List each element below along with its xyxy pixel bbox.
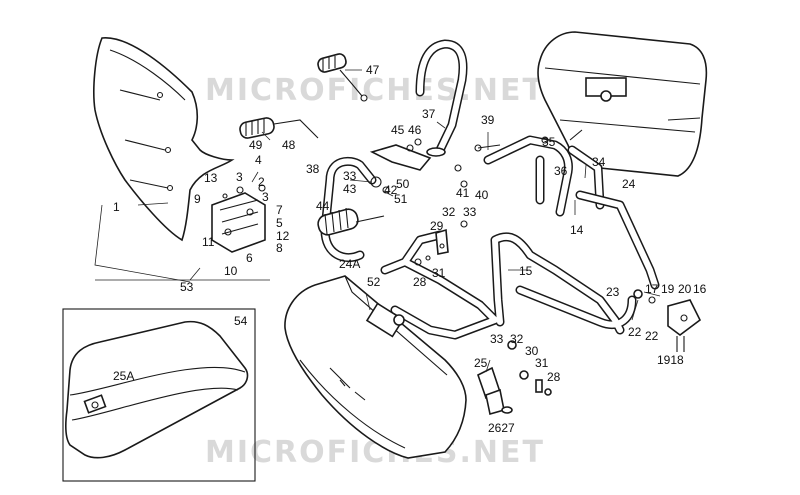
callout-36: 36	[554, 164, 568, 178]
mount-plate	[369, 138, 432, 171]
fasteners	[414, 129, 583, 266]
callout-20: 20	[678, 282, 692, 296]
callout-32-upper: 32	[442, 205, 456, 219]
callout-33-mid: 33	[463, 205, 477, 219]
watermark-top: MICROFICHES.NET	[205, 73, 545, 108]
callout-34: 34	[592, 155, 606, 169]
callout-22-left: 22	[628, 325, 642, 339]
inset-box: 54	[62, 308, 256, 482]
windscreen-bracket	[211, 184, 266, 253]
callout-labels: 47 48 49 3 4 13 9 2 7 5 3 12 8 11 10 6 1…	[113, 63, 707, 435]
callout-23: 23	[606, 285, 620, 299]
callout-17: 17	[645, 282, 659, 296]
callout-47: 47	[366, 63, 380, 77]
callout-9: 9	[194, 192, 201, 206]
windscreen	[93, 37, 235, 242]
inset-label: 54	[234, 314, 248, 328]
callout-42: 42	[384, 183, 398, 197]
grab-handle	[415, 39, 468, 157]
callout-12: 12	[276, 229, 290, 243]
rack-frame-lower	[380, 190, 660, 340]
callout-28-lower: 28	[547, 370, 561, 384]
callout-2627: 2627	[488, 421, 515, 435]
callout-31-upper: 31	[432, 266, 446, 280]
footpeg-upper	[317, 53, 368, 102]
callout-5: 5	[276, 216, 283, 230]
callout-24: 24	[622, 177, 636, 191]
leader-lines	[94, 69, 661, 373]
callout-33-upper: 33	[343, 169, 357, 183]
callout-6: 6	[246, 251, 253, 265]
callout-48: 48	[282, 138, 296, 152]
callout-22-right: 22	[645, 329, 659, 343]
callout-31-lower: 31	[535, 356, 549, 370]
callout-51: 51	[394, 192, 408, 206]
callout-40: 40	[475, 188, 489, 202]
pannier-inset	[64, 320, 249, 459]
callout-4: 4	[255, 153, 262, 167]
callout-1: 1	[113, 200, 120, 214]
pannier-left	[284, 275, 467, 459]
callout-25: 25	[474, 356, 488, 370]
callout-50: 50	[396, 177, 410, 191]
side-mount-hardware	[633, 289, 702, 352]
callout-2: 2	[258, 175, 265, 189]
inset-frame	[62, 308, 256, 482]
callout-53: 53	[180, 280, 194, 294]
callout-16: 16	[693, 282, 707, 296]
callout-39: 39	[481, 113, 495, 127]
callout-45: 45	[391, 123, 405, 137]
callout-8: 8	[276, 241, 283, 255]
callout-33-lower: 33	[490, 332, 504, 346]
callout-52: 52	[367, 275, 381, 289]
callout-7: 7	[276, 203, 283, 217]
footpeg-rear	[239, 117, 319, 139]
callout-46: 46	[408, 123, 422, 137]
callout-41: 41	[456, 186, 470, 200]
callout-35: 35	[542, 135, 556, 149]
callout-44: 44	[316, 199, 330, 213]
callout-3-top: 3	[236, 170, 243, 184]
callout-38: 38	[306, 162, 320, 176]
callout-13: 13	[204, 171, 218, 185]
callout-11: 11	[202, 235, 215, 249]
latch-hardware	[477, 340, 552, 416]
callout-14: 14	[570, 223, 584, 237]
callout-37: 37	[422, 107, 436, 121]
callout-43: 43	[343, 182, 357, 196]
callout-3-mid: 3	[262, 190, 269, 204]
callout-19: 19	[661, 282, 675, 296]
top-case	[537, 31, 708, 177]
lock-bracket	[435, 228, 449, 255]
passenger-footrest	[317, 156, 390, 263]
callout-15: 15	[519, 264, 533, 278]
callout-28-upper: 28	[413, 275, 427, 289]
callout-32-lower: 32	[510, 332, 524, 346]
callout-10: 10	[224, 264, 238, 278]
callout-30: 30	[525, 344, 539, 358]
callout-24A: 24A	[339, 257, 360, 271]
callout-49: 49	[249, 138, 263, 152]
callout-1918: 1918	[657, 353, 684, 367]
rack-frame-upper	[483, 135, 605, 217]
callout-29: 29	[430, 219, 444, 233]
callout-25A: 25A	[113, 369, 134, 383]
